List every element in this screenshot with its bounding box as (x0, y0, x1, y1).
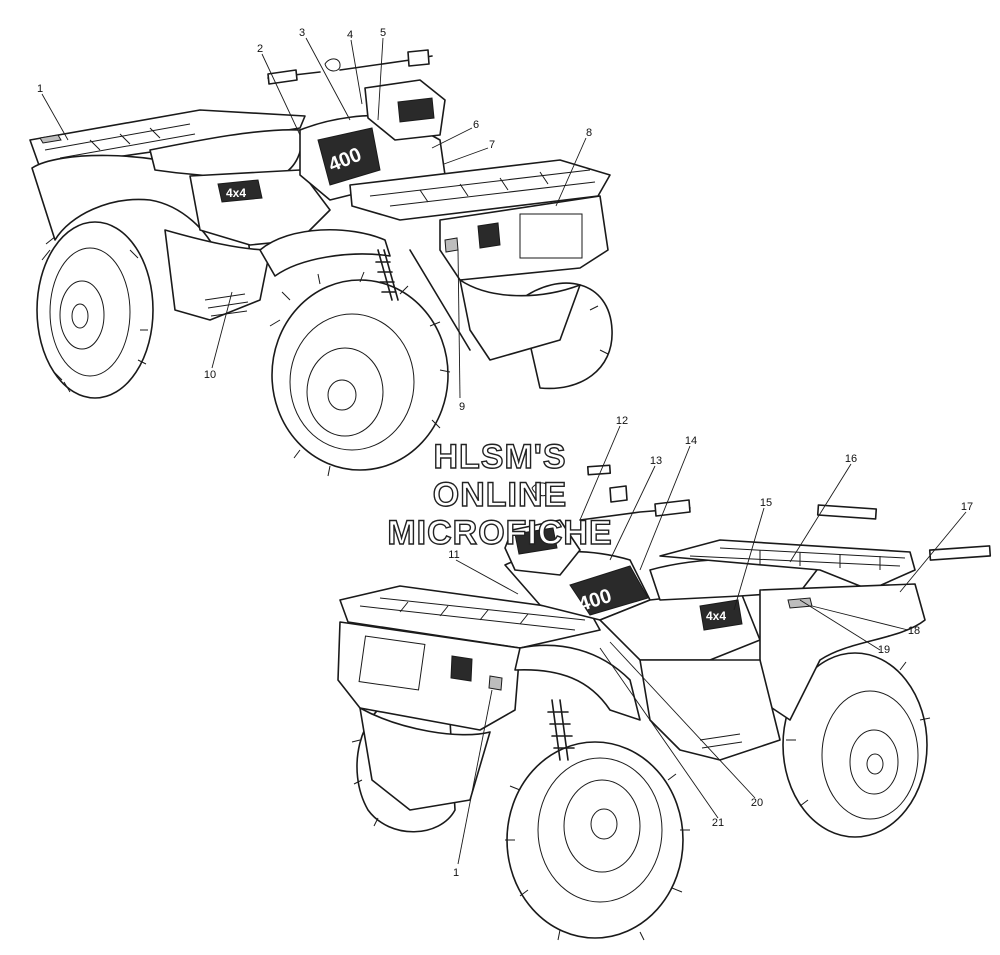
callout-2: 2 (257, 43, 263, 55)
atv-top-front-bumper (439, 195, 609, 281)
watermark-line-1: HLSM'S (433, 438, 566, 476)
atv-bottom-rear-rack (659, 539, 916, 591)
callout-19: 19 (878, 644, 890, 656)
callout-21: 21 (712, 817, 724, 829)
callout-11: 11 (448, 549, 459, 561)
callout-8: 8 (586, 127, 592, 139)
callout-1-top: 1 (37, 83, 43, 95)
atv-bottom-illustration: 400 4x4 (337, 464, 992, 941)
callout-7: 7 (489, 139, 495, 151)
watermark-line-3: MICROFICHE (387, 514, 612, 552)
callout-numbers: 1 2 3 4 5 6 7 8 9 10 11 12 13 14 15 16 1… (37, 27, 973, 879)
atv-bottom-shock (547, 699, 575, 761)
atv-top-rear-wheel (36, 221, 154, 399)
atv-bottom-rear-fender (759, 583, 926, 721)
callout-4: 4 (347, 29, 353, 41)
atv-bottom-front-fender (514, 644, 641, 721)
atv-top-front-wheel (269, 271, 451, 477)
callout-5: 5 (380, 27, 386, 39)
atv-bottom-far-rear-wheel (782, 652, 931, 838)
callout-10: 10 (204, 369, 216, 381)
atv-top-front-fender (259, 228, 391, 277)
watermark-line-2: ONLINE (433, 476, 567, 514)
atv-bottom-skid (359, 707, 491, 811)
atv-bottom-4x4-label: 4x4 (706, 609, 726, 623)
callout-6: 6 (473, 119, 479, 131)
decal-strip-12 (586, 464, 612, 476)
atv-top-400-decal: 400 (317, 127, 381, 186)
atv-bottom-400-decal: 400 (569, 565, 649, 616)
decal-strip-16 (816, 504, 878, 520)
callout-3: 3 (299, 27, 305, 39)
callout-14: 14 (685, 435, 697, 447)
watermark: HLSM'S ONLINE MICROFICHE (387, 437, 613, 552)
atv-top-illustration: 4x4 400 (29, 49, 613, 477)
atv-bottom-footwell (639, 659, 781, 761)
callout-leaders (41, 37, 967, 865)
callout-9: 9 (459, 401, 465, 413)
atv-top-4x4-badge: 4x4 (217, 179, 263, 203)
atv-bottom-front-wheel (505, 741, 690, 941)
atv-top-shock (375, 249, 399, 301)
callout-16: 16 (845, 453, 857, 465)
callout-12: 12 (616, 415, 628, 427)
callout-1-bottom: 1 (453, 867, 459, 879)
callout-13: 13 (650, 455, 662, 467)
decal-strip-17 (928, 545, 992, 561)
callout-17: 17 (961, 501, 973, 513)
callout-18: 18 (908, 625, 920, 637)
atv-bottom-front-rack (339, 585, 601, 649)
atv-top-footwell (164, 229, 271, 321)
atv-top-4x4-label: 4x4 (226, 186, 246, 200)
callout-15: 15 (760, 497, 772, 509)
atv-bottom-4x4-badge: 4x4 (699, 599, 743, 631)
callout-20: 20 (751, 797, 763, 809)
atv-top-skid (459, 279, 581, 361)
